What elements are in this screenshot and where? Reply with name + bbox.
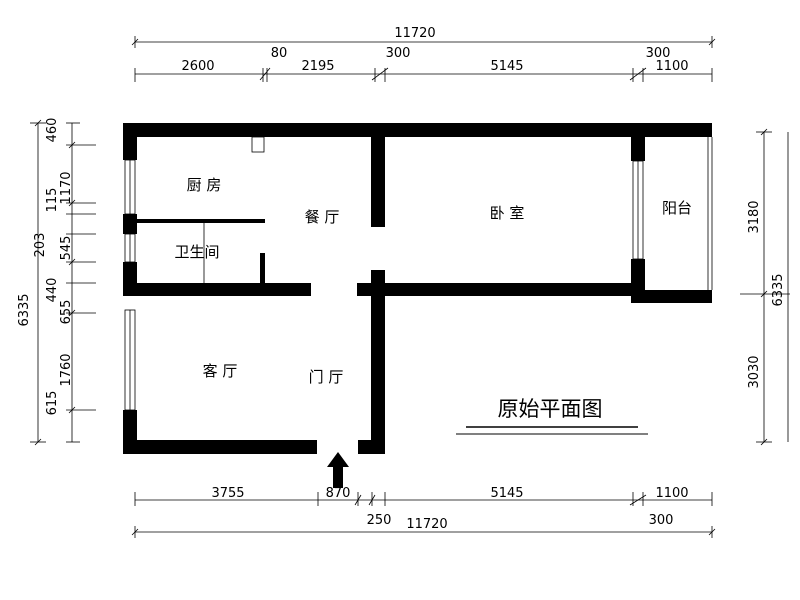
dim-bottom-seg-4: 1100 bbox=[655, 486, 688, 501]
room-label-bathroom: 卫生间 bbox=[174, 243, 219, 261]
dim-left-seg-3: 115 bbox=[45, 188, 60, 213]
room-label-foyer: 门 厅 bbox=[309, 368, 344, 386]
top-dimension-lines bbox=[131, 36, 716, 82]
dim-right-total: 6335 bbox=[771, 273, 786, 306]
dim-right-seg-1: 3180 bbox=[747, 200, 762, 233]
dim-top-seg-7: 1100 bbox=[655, 59, 688, 74]
drawing-title: 原始平面图 bbox=[498, 397, 603, 421]
dim-top-seg-2: 80 bbox=[271, 46, 288, 61]
dim-top-seg-3: 2195 bbox=[301, 59, 334, 74]
dim-bottom-seg-3: 5145 bbox=[490, 486, 523, 501]
right-dimension-lines bbox=[740, 128, 790, 446]
dim-top-total: 11720 bbox=[394, 26, 435, 41]
room-label-balcony: 阳台 bbox=[662, 199, 692, 217]
room-label-dining: 餐 厅 bbox=[305, 208, 340, 226]
bottom-dimension-lines bbox=[131, 492, 716, 538]
dim-left-seg-7: 655 bbox=[59, 300, 74, 325]
dim-bottom-extra-1: 250 bbox=[367, 513, 392, 528]
dim-top-seg-5: 5145 bbox=[490, 59, 523, 74]
dim-right-seg-2: 3030 bbox=[747, 355, 762, 388]
dim-left-seg-9: 615 bbox=[45, 391, 60, 416]
dim-top-seg-4: 300 bbox=[386, 46, 411, 61]
dim-left-total: 6335 bbox=[17, 293, 32, 326]
dim-bottom-seg-2: 870 bbox=[326, 486, 351, 501]
walls bbox=[123, 123, 712, 454]
dim-top-seg-1: 2600 bbox=[181, 59, 214, 74]
dim-left-seg-4: 545 bbox=[59, 236, 74, 261]
dim-bottom-seg-1: 3755 bbox=[211, 486, 244, 501]
dim-left-seg-6: 440 bbox=[45, 278, 60, 303]
dim-left-seg-1: 460 bbox=[45, 118, 60, 143]
dim-left-seg-2: 1170 bbox=[59, 171, 74, 204]
room-label-bedroom: 卧 室 bbox=[490, 204, 525, 222]
windows bbox=[124, 136, 713, 411]
dim-top-seg-6: 300 bbox=[646, 46, 671, 61]
room-label-kitchen: 厨 房 bbox=[187, 176, 222, 194]
entrance-arrow-icon bbox=[327, 452, 349, 488]
dim-bottom-extra-2: 300 bbox=[649, 513, 674, 528]
dim-left-seg-5: 203 bbox=[33, 233, 48, 258]
dim-bottom-total: 11720 bbox=[406, 517, 447, 532]
dim-left-seg-8: 1760 bbox=[59, 353, 74, 386]
left-dimension-lines bbox=[30, 119, 96, 446]
room-label-living: 客 厅 bbox=[203, 362, 238, 380]
